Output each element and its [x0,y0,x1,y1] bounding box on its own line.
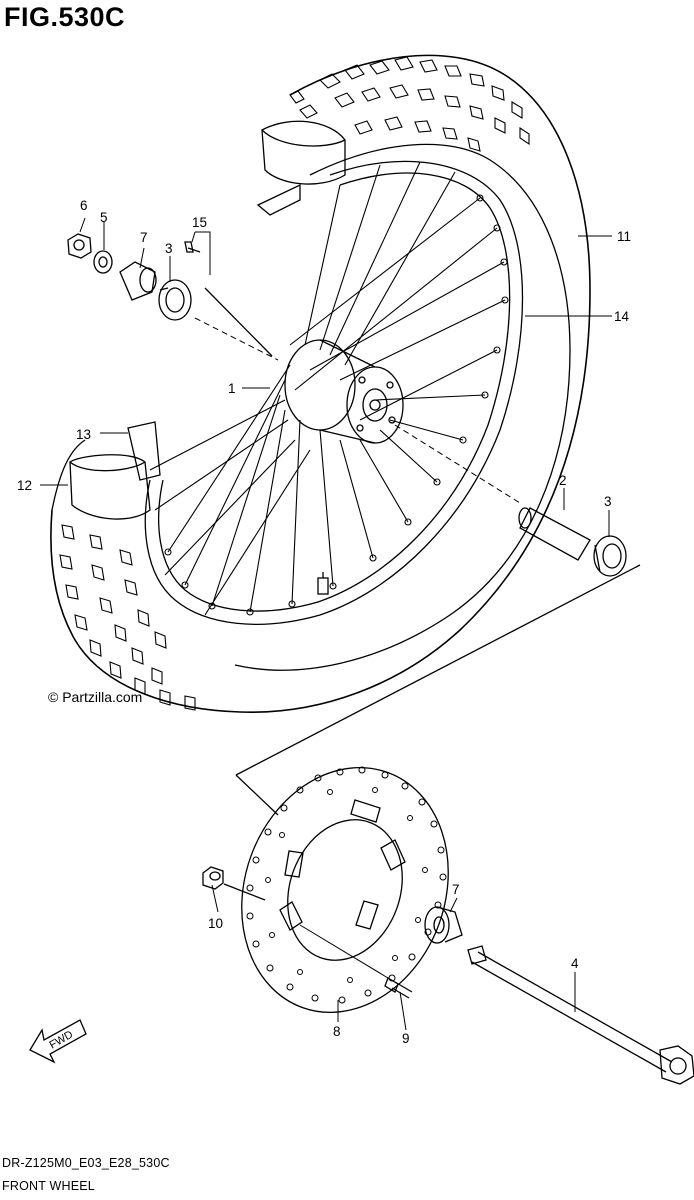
callout-7-lower: 7 [452,882,460,897]
hub[interactable] [284,339,404,444]
callout-labels: 6 5 7 3 15 11 14 1 13 12 2 3 10 7 4 8 9 … [17,198,631,1052]
callout-13: 13 [76,427,91,442]
callout-9: 9 [402,1031,410,1046]
callout-2: 2 [559,473,567,488]
tube-upper-fragment[interactable] [256,120,346,216]
diagram-caption: FRONT WHEEL [2,1179,95,1193]
callout-6: 6 [80,198,88,213]
spokes [149,161,506,616]
callout-10: 10 [208,916,223,931]
callout-5: 5 [100,210,108,225]
brake-disc[interactable] [208,738,481,1041]
callout-3-lower: 3 [604,494,612,509]
rim-band[interactable] [127,421,161,481]
disc-assembly-lines [235,564,641,816]
front-tire[interactable] [50,54,591,713]
bearing-3-upper[interactable] [158,279,192,321]
fwd-arrow-icon [29,1019,87,1064]
callout-14: 14 [614,309,630,324]
callout-12: 12 [17,478,32,493]
callout-1: 1 [228,381,236,396]
callout-4: 4 [571,956,579,971]
leader-lines [40,217,612,1031]
washer-5[interactable] [93,250,113,274]
bolt-9[interactable] [299,924,413,999]
figure-title: FIG.530C [4,2,126,32]
valve-stem [317,572,329,595]
spacer-2[interactable] [518,507,591,561]
bearing-3-lower[interactable] [593,535,627,577]
callout-8: 8 [333,1024,341,1039]
tube-lower-fragment[interactable] [69,454,151,520]
watermark: © Partzilla.com [48,689,143,705]
callout-7-upper: 7 [140,230,148,245]
axle-4[interactable] [467,945,694,1085]
callout-3-upper: 3 [165,241,173,256]
collar-7-upper[interactable] [119,261,157,301]
collar-7-lower[interactable] [424,906,463,944]
callout-15: 15 [192,215,207,230]
nut-6[interactable] [67,233,92,259]
axle-center-line [194,317,521,504]
diagram-code: DR-Z125M0_E03_E28_530C [2,1156,170,1170]
rim[interactable] [144,160,524,625]
bolt-10[interactable] [202,866,266,901]
callout-11: 11 [617,229,631,244]
spoke-15[interactable] [184,241,273,357]
